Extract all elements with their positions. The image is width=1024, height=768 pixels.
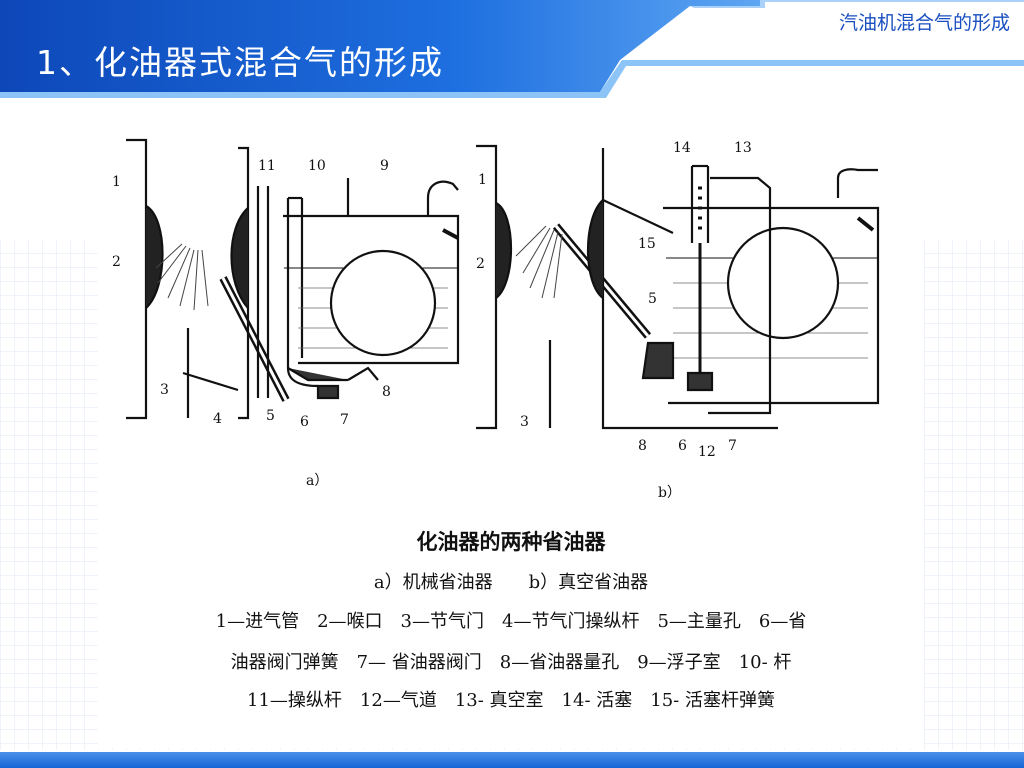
caption-subtitle: a）机械省油器 b）真空省油器 [373, 572, 649, 593]
figure-panel: 1 2 3 4 5 6 7 8 9 10 11 1 2 3 5 6 7 8 12… [98, 118, 924, 748]
legend-line-1: 1—进气管 2—喉口 3—节气门 4—节气门操纵杆 5—主量孔 6—省 [215, 611, 807, 632]
num-b-1: 1 [478, 172, 487, 188]
num-b-8: 8 [638, 438, 647, 454]
num-a-9: 9 [380, 158, 389, 174]
num-a-3: 3 [160, 382, 169, 398]
num-a-11: 11 [258, 158, 276, 174]
num-b-6: 6 [678, 438, 687, 454]
num-a-10: 10 [308, 158, 326, 174]
sub-label-a: a） [306, 473, 329, 489]
num-b-14: 14 [673, 140, 691, 156]
num-a-7: 7 [340, 412, 349, 428]
num-b-13: 13 [734, 140, 752, 156]
num-b-3: 3 [520, 414, 529, 430]
carburetor-diagram: 1 2 3 4 5 6 7 8 9 10 11 1 2 3 5 6 7 8 12… [112, 138, 880, 460]
sub-label-b: b） [658, 485, 681, 501]
slide-title: 1、化油器式混合气的形成 [36, 43, 444, 82]
num-b-12: 12 [698, 444, 716, 460]
num-a-6: 6 [300, 414, 309, 430]
caption-title: 化油器的两种省油器 [416, 529, 606, 554]
num-b-5: 5 [648, 291, 657, 307]
num-a-8: 8 [382, 384, 391, 400]
legend-line-3: 11—操纵杆 12—气道 13- 真空室 14- 活塞 15- 活塞杆弹簧 [247, 690, 775, 711]
num-a-4: 4 [213, 411, 222, 427]
num-b-2: 2 [476, 256, 485, 272]
num-a-2: 2 [112, 254, 121, 270]
num-a-5: 5 [266, 408, 275, 424]
num-b-15: 15 [638, 236, 656, 252]
section-label: 汽油机混合气的形成 [838, 12, 1010, 34]
num-a-1: 1 [112, 174, 121, 190]
bottom-bar [0, 752, 1024, 768]
legend-line-2: 油器阀门弹簧 7— 省油器阀门 8—省油器量孔 9—浮子室 10- 杆 [230, 652, 792, 673]
num-b-7: 7 [728, 438, 737, 454]
header-banner [0, 0, 1024, 98]
